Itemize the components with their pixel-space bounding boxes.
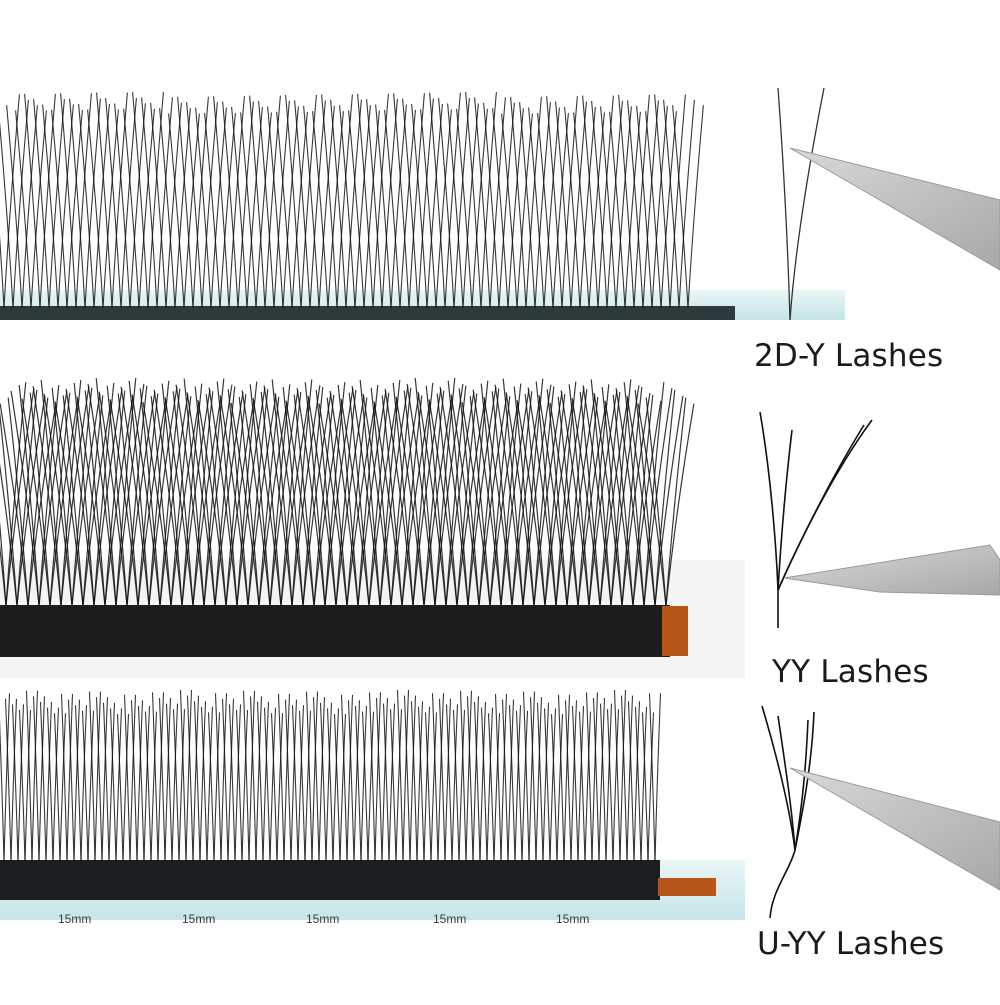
length-mark-2: 15mm bbox=[182, 912, 216, 926]
strip-2dy-fibers bbox=[0, 91, 704, 309]
strip-yy-tape bbox=[662, 606, 688, 656]
strip-2dy-base bbox=[0, 306, 735, 320]
length-mark-3: 15mm bbox=[306, 912, 340, 926]
strip-yy-fibers bbox=[0, 377, 695, 607]
label-uyy-lashes: U-YY Lashes bbox=[757, 926, 945, 962]
strip-uyy-fibers bbox=[0, 689, 662, 863]
length-mark-5: 15mm bbox=[556, 912, 590, 926]
tweezer-bottom bbox=[789, 767, 1000, 891]
length-mark-4: 15mm bbox=[433, 912, 467, 926]
single-2dy-fan bbox=[777, 87, 825, 321]
strip-uyy-tape bbox=[658, 878, 716, 896]
length-mark-1: 15mm bbox=[58, 912, 92, 926]
tweezer-top bbox=[789, 147, 1000, 271]
single-yy-fan bbox=[759, 411, 873, 628]
strip-uyy-base bbox=[0, 860, 660, 900]
strip-yy-base bbox=[0, 605, 670, 657]
strip-2dy bbox=[0, 91, 845, 320]
single-uyy-fan bbox=[761, 705, 815, 919]
label-yy-lashes: YY Lashes bbox=[772, 654, 929, 690]
label-2dy-lashes: 2D-Y Lashes bbox=[754, 338, 944, 374]
strip-yy bbox=[0, 377, 745, 678]
tweezer-middle bbox=[783, 544, 1000, 596]
strip-uyy bbox=[0, 689, 745, 920]
